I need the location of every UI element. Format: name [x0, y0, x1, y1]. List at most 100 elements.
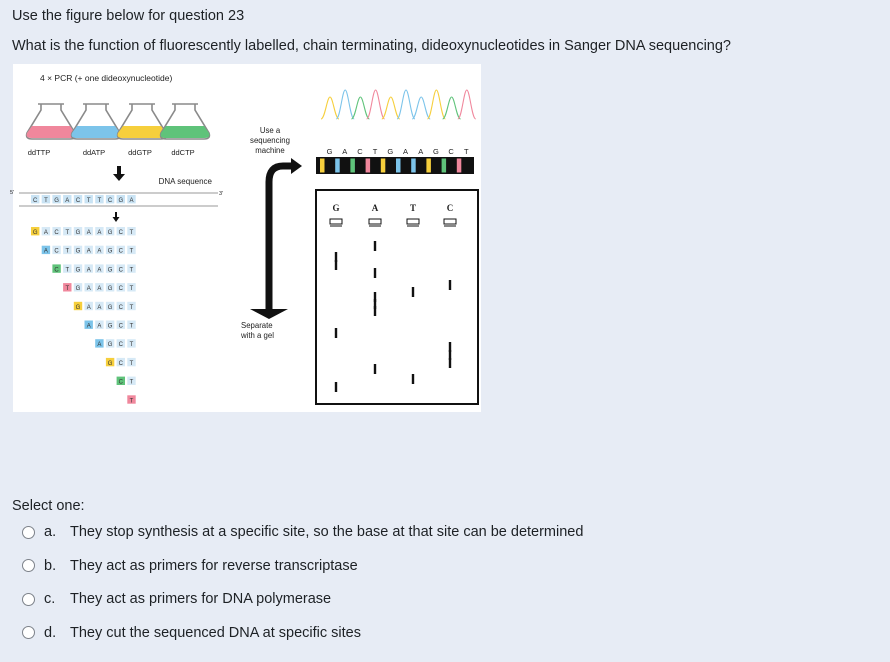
chromatogram-peak [442, 96, 461, 120]
machine-label: machine [255, 146, 284, 155]
flask-label: ddGTP [128, 148, 152, 157]
flask-liquid [160, 126, 210, 138]
fragment-base-box [127, 264, 136, 273]
template-base-box [41, 195, 51, 204]
fragment-base-box [127, 376, 136, 385]
template-base: G [118, 198, 123, 204]
fragment-base: C [119, 380, 124, 386]
down-arrow-icon [113, 166, 125, 181]
fragment-base: A [87, 305, 91, 311]
radio-a[interactable] [22, 525, 35, 539]
fragment-base-box [41, 227, 51, 236]
chromatogram-base: G [433, 147, 440, 156]
fragment-base-box [105, 264, 115, 273]
template-base-box [73, 195, 83, 204]
fragment-base-box [63, 264, 72, 273]
fragment-base-box [105, 357, 115, 367]
fragment-base-box [63, 283, 72, 292]
fragment-base-box [73, 245, 83, 255]
template-base-box [84, 195, 93, 204]
fragment-base: G [108, 286, 113, 292]
sequence-band [441, 158, 447, 173]
fragment-base-box [127, 245, 136, 255]
fragment-base-box [95, 320, 104, 329]
radio-c[interactable] [22, 592, 35, 606]
fragment-base: C [54, 230, 59, 236]
fragment-base: G [108, 305, 113, 311]
flask-liquid [71, 126, 121, 138]
fragment-base-box [84, 301, 93, 311]
fragment-base: A [87, 267, 91, 273]
fragment-base-box [116, 376, 125, 385]
fragment-base: C [119, 267, 124, 273]
fragment-base-box [105, 301, 115, 311]
chromatogram-peak [411, 96, 431, 120]
option-letter: b. [44, 557, 57, 574]
option-d[interactable]: d. They cut the sequenced DNA at specifi… [22, 622, 583, 644]
fragment-base-box [84, 245, 93, 255]
fragment-base: T [130, 380, 134, 386]
fragment-base-box [116, 227, 125, 236]
fragment-base-box [84, 264, 93, 273]
fragment-base-box [116, 320, 125, 329]
fragment-base: T [130, 324, 134, 330]
chromatogram-base: T [373, 147, 379, 156]
fragment-base: A [97, 230, 101, 236]
fragment-base-box [84, 227, 93, 236]
curved-arrowhead-icon [291, 158, 302, 174]
three-prime-label: 3' [219, 191, 223, 197]
sequence-band [426, 158, 431, 173]
option-c[interactable]: c. They act as primers for DNA polymeras… [22, 588, 583, 610]
sequence-band [380, 158, 386, 173]
fragment-base-box [127, 339, 136, 348]
fragment-base: G [33, 230, 38, 236]
fragment-base: C [119, 361, 124, 367]
fragment-base-box [52, 264, 61, 273]
option-b[interactable]: b. They act as primers for reverse trans… [22, 555, 583, 577]
fragment-base-box [116, 264, 125, 273]
fragment-base-box [95, 264, 104, 273]
fragment-base: T [130, 230, 134, 236]
fragment-base-box [41, 245, 51, 255]
fragment-base: A [87, 324, 91, 330]
radio-b[interactable] [22, 559, 35, 572]
gel-label: with a gel [240, 331, 274, 340]
fragment-base: C [119, 249, 124, 255]
fragment-base: T [130, 286, 134, 292]
fragment-base: G [108, 230, 113, 236]
fragment-base: G [76, 249, 81, 255]
question-intro: Use the figure below for question 23 [12, 8, 245, 24]
fragment-base-box [116, 357, 125, 367]
fragment-base-box [84, 283, 93, 292]
template-base: C [33, 198, 38, 204]
fragment-base-box [127, 357, 136, 367]
template-base-box [63, 195, 72, 204]
template-base: C [76, 198, 81, 204]
template-base-box [52, 195, 61, 204]
fragment-base-box [73, 227, 83, 236]
fragment-base: C [54, 267, 59, 273]
chromatogram-peak [351, 96, 370, 120]
machine-label: sequencing [250, 136, 290, 145]
fragment-base: A [87, 230, 91, 236]
option-a[interactable]: a. They stop synthesis at a specific sit… [22, 521, 583, 543]
template-base: G [54, 198, 59, 204]
fragment-base-box [105, 245, 115, 255]
option-letter: d. [44, 624, 57, 641]
flask-liquid [26, 126, 76, 138]
fragment-base-box [127, 301, 136, 311]
chromatogram-peak [457, 89, 477, 120]
template-base: T [44, 198, 48, 204]
template-base-box [105, 195, 115, 204]
curved-arrow-icon [265, 162, 294, 315]
fragment-base-box [95, 339, 104, 348]
template-base: C [108, 198, 113, 204]
fragment-base-box [127, 395, 136, 404]
template-base-box [31, 195, 40, 204]
fragment-base-box [63, 227, 72, 236]
chromatogram-peak [335, 89, 355, 120]
radio-d[interactable] [22, 626, 35, 639]
fragment-base: A [97, 305, 101, 311]
chromatogram-base: A [403, 147, 409, 156]
fragment-base-box [116, 339, 125, 348]
